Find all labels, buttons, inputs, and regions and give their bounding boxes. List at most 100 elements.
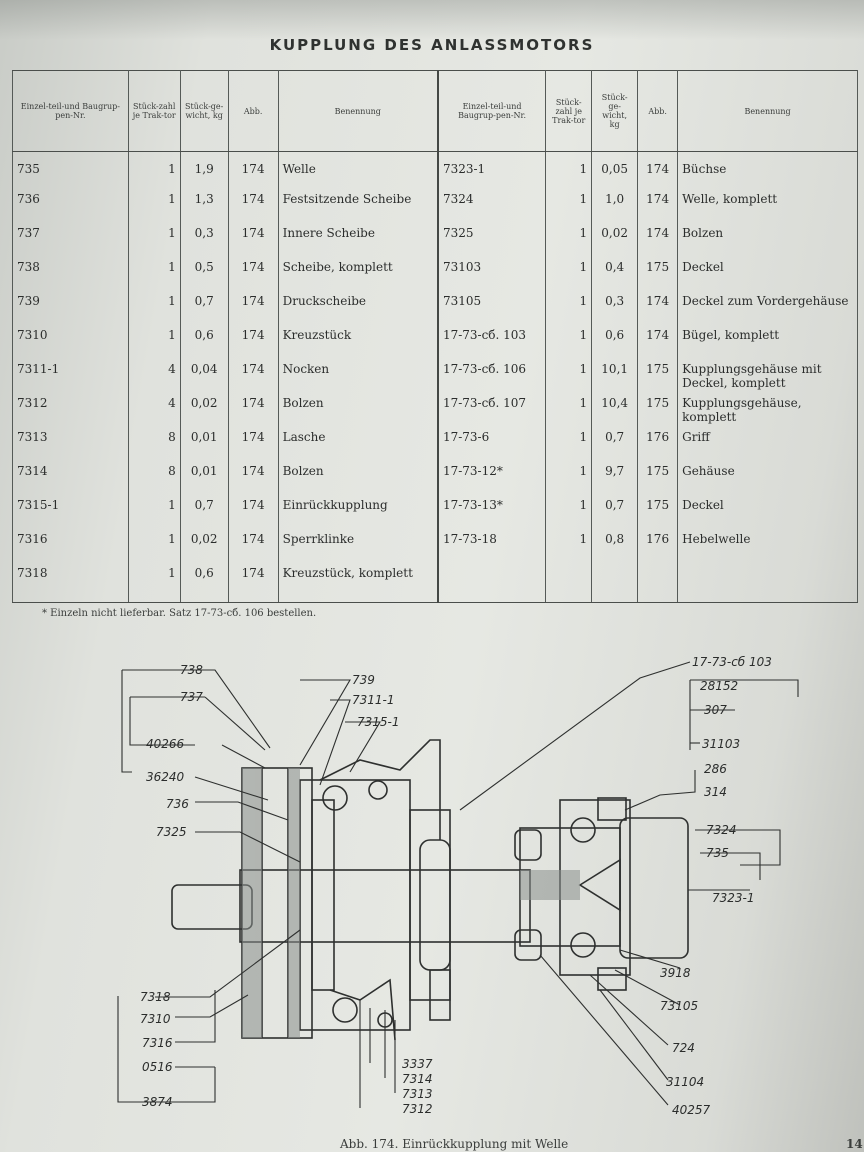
label-7323-1: 7323-1 <box>712 891 755 905</box>
cell-left-part: 737 <box>12 222 129 256</box>
cell-left-weight: 0,6 <box>179 562 229 603</box>
cell-right-qty: 1 <box>545 256 593 290</box>
cell-right-fig: 175 <box>637 494 679 528</box>
cell-left-fig: 174 <box>227 426 279 460</box>
cell-left-fig: 174 <box>227 222 279 256</box>
cell-right-qty: 1 <box>545 426 593 460</box>
header-part-right: Einzel-teil-und Baugrup-pen-Nr. <box>436 70 547 152</box>
label-314: 314 <box>704 785 727 799</box>
cell-right-name <box>677 562 858 603</box>
cell-right-qty <box>545 562 593 603</box>
cell-left-part: 738 <box>12 256 129 290</box>
label-31103: 31103 <box>702 737 740 751</box>
cell-right-qty: 1 <box>545 188 593 222</box>
cell-left-weight: 0,02 <box>179 528 229 562</box>
header-weight-right: Stück-ge-wicht, kg <box>591 70 639 152</box>
cell-right-weight: 0,02 <box>591 222 639 256</box>
cell-right-weight: 0,3 <box>591 290 639 324</box>
cell-right-qty: 1 <box>545 151 593 188</box>
label-3918: 3918 <box>660 966 691 980</box>
cell-right-part: 7323-1 <box>436 151 547 188</box>
cell-right-name: Hebelwelle <box>677 528 858 562</box>
cell-left-weight: 0,7 <box>179 290 229 324</box>
cell-left-qty: 1 <box>127 188 181 222</box>
cell-left-part: 7316 <box>12 528 129 562</box>
cell-right-name: Büchse <box>677 151 858 188</box>
cell-right-name: Bügel, komplett <box>677 324 858 358</box>
header-qty-right: Stück-zahl je Trak-tor <box>545 70 593 152</box>
cell-left-part: 7315-1 <box>12 494 129 528</box>
cell-right-name: Welle, komplett <box>677 188 858 222</box>
cell-left-fig: 174 <box>227 358 279 392</box>
parts-table: Einzel-teil-und Baugrup-pen-Nr. Stück-za… <box>12 70 858 603</box>
cell-right-weight: 10,1 <box>591 358 639 392</box>
cell-right-qty: 1 <box>545 392 593 426</box>
cell-left-weight: 1,9 <box>179 151 229 188</box>
cell-left-name: Lasche <box>277 426 439 460</box>
cell-left-name: Bolzen <box>277 460 439 494</box>
cell-right-fig: 174 <box>637 324 679 358</box>
cell-right-weight: 1,0 <box>591 188 639 222</box>
page-number: 14 <box>846 1137 863 1151</box>
cell-left-qty: 4 <box>127 358 181 392</box>
cell-left-part: 7314 <box>12 460 129 494</box>
cell-right-part: 17-73-13* <box>436 494 547 528</box>
label-7316: 7316 <box>142 1036 173 1050</box>
cell-left-name: Scheibe, komplett <box>277 256 439 290</box>
cell-right-weight: 10,4 <box>591 392 639 426</box>
header-name: Benennung <box>277 70 439 152</box>
cell-right-part: 17-73-12* <box>436 460 547 494</box>
label-735: 735 <box>706 846 729 860</box>
cell-left-weight: 0,3 <box>179 222 229 256</box>
cell-left-part: 7311-1 <box>12 358 129 392</box>
header-weight: Stück-ge-wicht, kg <box>179 70 229 152</box>
cell-right-fig: 175 <box>637 358 679 392</box>
cell-left-part: 735 <box>12 151 129 188</box>
cell-left-name: Sperrklinke <box>277 528 439 562</box>
label-7318: 7318 <box>140 990 171 1004</box>
cell-right-fig: 174 <box>637 151 679 188</box>
cell-right-qty: 1 <box>545 460 593 494</box>
cell-left-weight: 0,5 <box>179 256 229 290</box>
cell-left-fig: 174 <box>227 528 279 562</box>
cell-right-weight: 0,8 <box>591 528 639 562</box>
cell-right-fig: 175 <box>637 256 679 290</box>
cell-right-weight: 0,7 <box>591 426 639 460</box>
cell-left-qty: 1 <box>127 494 181 528</box>
label-724: 724 <box>672 1041 695 1055</box>
cell-right-fig: 174 <box>637 290 679 324</box>
label-28152: 28152 <box>700 679 738 693</box>
table-header-row: Einzel-teil-und Baugrup-pen-Nr. Stück-za… <box>12 70 858 152</box>
cell-right-weight: 9,7 <box>591 460 639 494</box>
cell-left-qty: 1 <box>127 562 181 603</box>
cell-left-weight: 1,3 <box>179 188 229 222</box>
cell-left-fig: 174 <box>227 256 279 290</box>
label-736: 736 <box>166 797 189 811</box>
cell-right-weight <box>591 562 639 603</box>
cell-left-qty: 1 <box>127 324 181 358</box>
cell-left-weight: 0,02 <box>179 392 229 426</box>
cell-right-part: 17-73-сб. 107 <box>436 392 547 426</box>
cell-right-weight: 0,05 <box>591 151 639 188</box>
cell-right-name: Deckel <box>677 494 858 528</box>
cell-left-qty: 8 <box>127 460 181 494</box>
cell-right-name: Griff <box>677 426 858 460</box>
label-738: 738 <box>180 663 203 677</box>
cell-left-fig: 174 <box>227 188 279 222</box>
cell-left-qty: 1 <box>127 528 181 562</box>
label-0516: 0516 <box>142 1060 173 1074</box>
cell-right-fig: 175 <box>637 392 679 426</box>
cell-right-name: Gehäuse <box>677 460 858 494</box>
cell-left-part: 739 <box>12 290 129 324</box>
header-part: Einzel-teil-und Baugrup-pen-Nr. <box>12 70 129 152</box>
cell-right-weight: 0,6 <box>591 324 639 358</box>
label-307: 307 <box>704 703 727 717</box>
label-40257: 40257 <box>672 1103 711 1117</box>
cell-left-part: 7318 <box>12 562 129 603</box>
